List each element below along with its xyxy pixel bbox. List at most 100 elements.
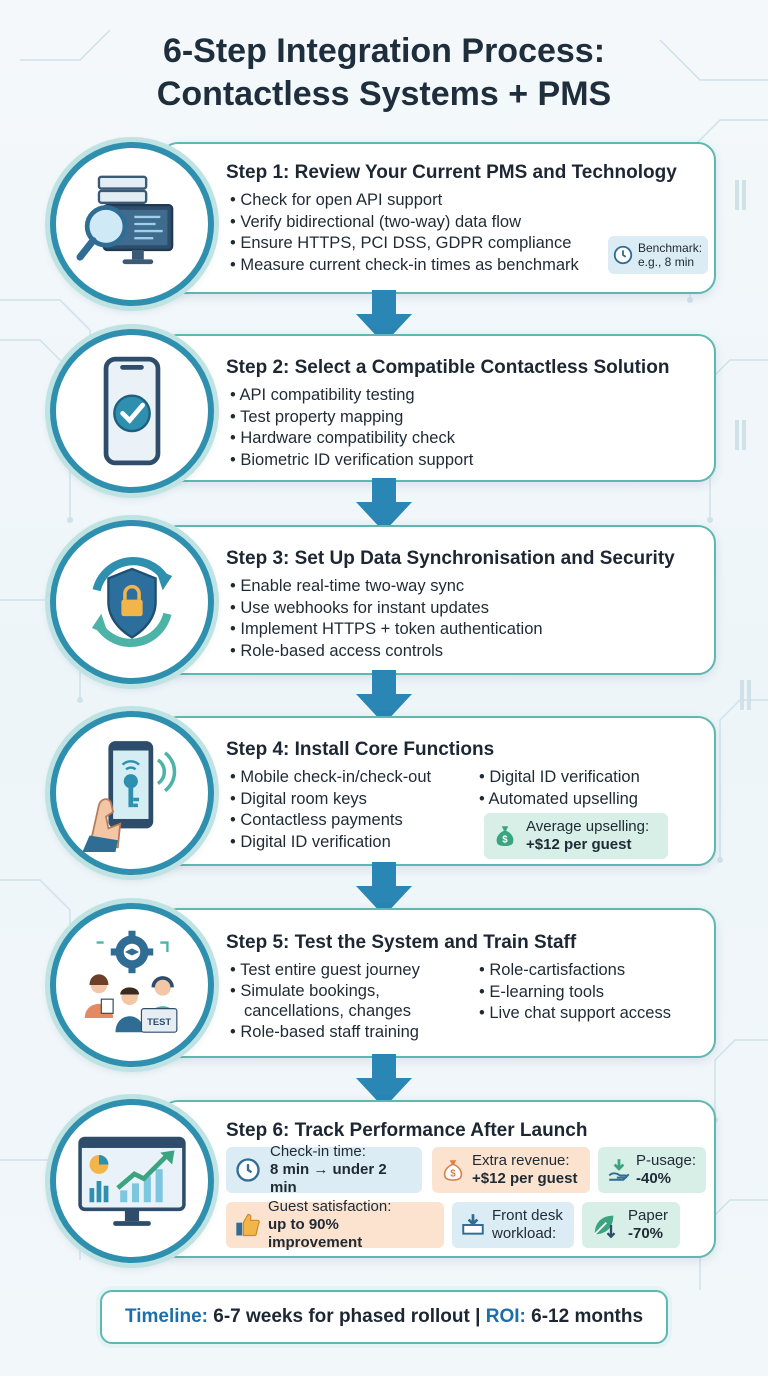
step-4-title: Step 4: Install Core Functions	[226, 739, 495, 760]
title-line-2: Contactless Systems + PMS	[156, 75, 612, 113]
list-item: Automated upselling	[479, 789, 640, 811]
benchmark-value: e.g., 8 min	[638, 255, 695, 269]
list-item: Measure current check-in times as benchm…	[230, 255, 578, 277]
metric-label: Check-in time:	[270, 1143, 366, 1160]
metric-value: +$12 per guest	[472, 1170, 578, 1187]
timeline-value: 6-7 weeks for phased rollout	[213, 1306, 470, 1327]
step-2-title: Step 2: Select a Compatible Contactless …	[226, 357, 670, 378]
separator: |	[475, 1306, 481, 1327]
list-item: Digital room keys	[230, 789, 431, 811]
list-item: Test entire guest journey	[230, 960, 420, 981]
metric-label: Extra revenue:	[472, 1152, 570, 1169]
list-item: Mobile check-in/check-out	[230, 767, 431, 789]
dashboard-chart-icon	[78, 1136, 186, 1226]
metric-front-desk-workload: Front desk workload:	[452, 1202, 574, 1248]
list-item: Role-cartisfactions	[479, 960, 671, 982]
step-6-title: Step 6: Track Performance After Launch	[226, 1120, 588, 1141]
list-item: E-learning tools	[479, 982, 671, 1004]
list-item: Check for open API support	[230, 190, 579, 212]
list-item: Digital ID verification	[230, 832, 431, 854]
step-5-bullets-right: Role-cartisfactions E-learning tools Liv…	[479, 960, 671, 1025]
timeline-label: Timeline:	[124, 1306, 208, 1327]
metric-guest-satisfaction: Guest satisfaction: up to 90% improvemen…	[226, 1198, 444, 1251]
metric-value: 8 min → under 2 min	[270, 1161, 387, 1196]
step-3-icon-circle	[50, 520, 214, 684]
svg-text:$: $	[450, 1169, 456, 1180]
arrow-down-icon	[356, 290, 412, 344]
list-item: Verify bidirectional (two-way) data flow	[230, 212, 579, 234]
metric-value: -40%	[636, 1170, 672, 1187]
list-item: Implement HTTPS + token authentication	[230, 619, 542, 641]
metric-label: Front desk	[492, 1207, 563, 1224]
hand-down-icon	[608, 1159, 630, 1181]
metric-extra-revenue: $ Extra revenue: +$12 per guest	[432, 1147, 590, 1193]
metric-p-usage: P-usage: -40%	[598, 1147, 706, 1193]
timeline-roi-banner: Timeline: 6-7 weeks for phased rollout |…	[100, 1290, 668, 1344]
svg-text:$: $	[502, 835, 508, 846]
metric-value: workload:	[492, 1225, 557, 1242]
list-item: Use webhooks for instant updates	[230, 598, 543, 620]
step-1-bullets: Check for open API support Verify bidire…	[230, 190, 579, 277]
step-2-bullets: API compatibility testing Test property …	[230, 385, 473, 471]
benchmark-label: Benchmark:	[638, 241, 703, 255]
metric-label: P-usage:	[636, 1152, 697, 1169]
title-line-1: 6-Step Integration Process:	[162, 32, 606, 70]
list-item: Enable real-time two-way sync	[230, 576, 543, 598]
test-label: TEST	[147, 1016, 171, 1027]
clock-icon	[613, 245, 633, 265]
list-item: Hardware compatibility check	[230, 428, 473, 450]
list-item-continuation: cancellations, changes	[244, 1002, 411, 1020]
list-item: Test property mapping	[230, 407, 473, 429]
benchmark-badge: Benchmark: e.g., 8 min	[608, 236, 708, 274]
team-training-icon: TEST	[84, 930, 178, 1033]
metric-label: Paper	[628, 1207, 669, 1224]
metric-value: -70%	[628, 1225, 664, 1242]
clock-icon	[236, 1158, 260, 1182]
list-item: Simulate bookings,	[230, 981, 420, 1002]
step-3-bullets: Enable real-time two-way sync Use webhoo…	[230, 576, 543, 663]
roi-value: 6-12 months	[531, 1306, 644, 1327]
upsell-value: +$12 per guest	[526, 836, 632, 853]
list-item: Contactless payments	[230, 810, 431, 832]
roi-label: ROI:	[485, 1306, 526, 1327]
step-5-title: Step 5: Test the System and Train Staff	[226, 932, 577, 953]
upsell-label: Average upselling:	[526, 818, 650, 835]
arrow-down-icon	[356, 862, 412, 916]
list-item: Ensure HTTPS, PCI DSS, GDPR compliance	[230, 233, 579, 255]
step-3-title: Step 3: Set Up Data Synchronisation and …	[226, 548, 675, 569]
step-4-icon-circle	[50, 711, 214, 875]
list-item: API compatibility testing	[230, 385, 473, 407]
step-5-icon-circle: TEST	[50, 903, 214, 1067]
metric-value: up to 90% improvement	[268, 1216, 363, 1251]
arrow-down-icon	[356, 478, 412, 532]
thumbs-up-icon	[236, 1213, 260, 1237]
arrow-down-icon	[356, 670, 412, 724]
list-item: Role-based access controls	[230, 641, 543, 663]
list-item: Digital ID verification	[479, 767, 639, 789]
money-bag-icon: $	[443, 1160, 463, 1181]
phone-key-icon	[82, 741, 177, 852]
list-item: cancellations, changes	[230, 1001, 420, 1022]
server-magnifier-icon	[76, 175, 174, 265]
step-6-icon-circle	[50, 1099, 214, 1263]
page-title: 6-Step Integration Process: Contactless …	[0, 30, 768, 116]
metric-checkin-time: Check-in time: 8 min → under 2 min	[226, 1143, 422, 1196]
step-5-bullets-left: Test entire guest journey Simulate booki…	[230, 960, 420, 1042]
step-1-title: Step 1: Review Your Current PMS and Tech…	[226, 162, 677, 183]
upsell-badge: $ Average upselling: +$12 per guest	[484, 813, 668, 859]
metric-label: Guest satisfaction:	[268, 1198, 392, 1215]
smartphone-check-icon	[103, 356, 161, 466]
leaf-down-icon	[594, 1215, 616, 1239]
list-item: Live chat support access	[479, 1003, 671, 1025]
step-2-icon-circle	[50, 329, 214, 493]
list-item: Biometric ID verification support	[230, 450, 473, 472]
metric-paper: Paper -70%	[582, 1202, 680, 1248]
step-4-bullets-left: Mobile check-in/check-out Digital room k…	[230, 767, 431, 853]
shield-sync-icon	[91, 557, 173, 647]
arrow-down-icon	[356, 1054, 412, 1108]
desk-down-icon	[462, 1214, 484, 1235]
money-bag-icon: $	[496, 826, 514, 847]
step-1-icon-circle	[50, 142, 214, 306]
list-item: Role-based staff training	[230, 1022, 420, 1043]
step-4-bullets-right: Digital ID verification Automated upsell…	[479, 767, 640, 811]
